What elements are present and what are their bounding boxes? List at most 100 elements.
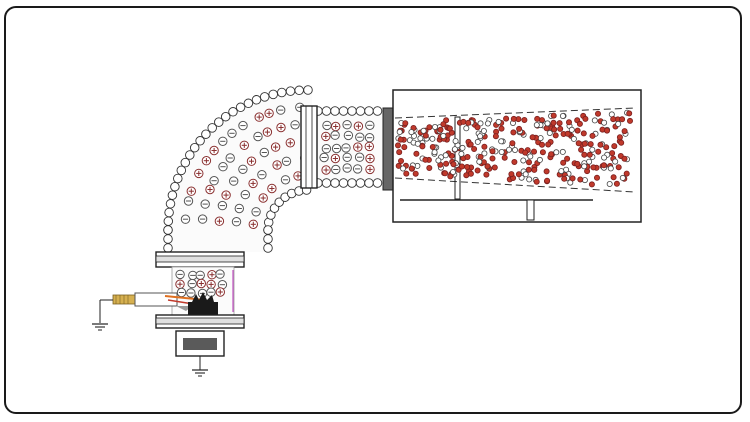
wall-particle	[164, 207, 174, 218]
plasma-ion	[353, 121, 364, 131]
chamber-particle	[531, 148, 538, 155]
chamber-particle	[498, 138, 505, 145]
chamber-particle	[568, 126, 575, 133]
chamber-particle	[557, 125, 564, 132]
plasma-ion	[209, 145, 219, 156]
flange-top	[300, 105, 318, 189]
chamber-particle	[446, 125, 453, 132]
chamber-particle	[520, 157, 527, 164]
wall-particle	[243, 98, 254, 109]
chamber-particle	[492, 133, 499, 140]
chamber-particle	[526, 176, 533, 183]
chamber-particle	[527, 153, 534, 160]
chamber-particle	[621, 155, 628, 162]
wall-particle	[163, 234, 173, 244]
wall-particle	[251, 95, 262, 105]
plasma-ion	[342, 163, 352, 173]
chamber-particle	[607, 165, 614, 172]
plasma-ion	[234, 203, 244, 214]
chamber-particle	[539, 141, 546, 148]
chamber-particle	[580, 130, 587, 137]
plasma-ion	[264, 108, 274, 118]
plasma-ion	[276, 105, 286, 115]
plasma-ion	[343, 130, 354, 141]
plasma-ion	[270, 142, 281, 152]
chamber-particle	[437, 126, 444, 133]
plasma-ion	[319, 152, 329, 163]
plasma-ion	[206, 279, 216, 290]
chamber-particle	[543, 168, 550, 175]
chamber-particle	[552, 132, 559, 139]
chamber-particle	[467, 141, 474, 148]
plasma-ion	[281, 156, 292, 166]
chamber-particle	[483, 171, 490, 178]
chamber-particle	[594, 174, 601, 181]
chamber-particle	[474, 167, 481, 174]
wall-particle	[167, 190, 178, 200]
chamber-particle	[561, 175, 568, 182]
plasma-ion	[321, 131, 331, 142]
chamber-particle	[481, 143, 488, 150]
chamber-particle	[464, 163, 471, 170]
chamber-particle	[476, 158, 483, 165]
wall-particle	[277, 87, 287, 98]
chamber-particle	[477, 120, 484, 127]
chamber-particle	[402, 120, 409, 127]
plasma-ion	[187, 278, 197, 289]
plasma-ion	[206, 287, 216, 297]
chamber-particle	[440, 132, 447, 139]
plasma-ion	[238, 164, 248, 174]
chamber-particle	[621, 128, 628, 135]
chamber-particle	[458, 163, 465, 170]
chamber-particle	[610, 174, 617, 181]
plasma-ion	[227, 128, 237, 138]
plasma-ion	[200, 199, 210, 209]
chamber-particle	[484, 163, 491, 170]
chamber-particle	[601, 154, 608, 161]
chamber-particle	[548, 151, 555, 158]
plasma-ion	[197, 214, 208, 224]
chamber-particle	[422, 156, 429, 163]
chamber-particle	[578, 146, 585, 153]
chamber-particle	[408, 165, 415, 172]
chamber-particle	[544, 120, 551, 127]
chamber-particle	[396, 128, 403, 135]
plasma-ion	[238, 120, 248, 131]
chamber-particle	[559, 113, 566, 120]
plasma-ion	[254, 112, 264, 122]
wall-particle	[372, 178, 383, 188]
plasma-ion	[246, 156, 257, 166]
plasma-ion	[322, 120, 332, 131]
chamber-particle	[581, 163, 588, 170]
source-particles	[175, 269, 228, 299]
chamber-particle	[510, 129, 517, 136]
chamber-particle	[582, 115, 589, 122]
chamber-particle	[587, 141, 594, 148]
chamber-particle	[591, 117, 598, 124]
chamber-particle	[435, 157, 442, 164]
wall-particle	[163, 225, 173, 235]
plasma-ion	[285, 138, 295, 148]
chamber-particle	[408, 129, 415, 136]
plasma-ion	[240, 189, 250, 200]
plasma-ion	[364, 133, 375, 143]
chamber-particle	[586, 151, 593, 158]
plasma-ion	[239, 140, 249, 150]
wall-particle	[285, 86, 296, 96]
chamber-particle	[460, 118, 467, 125]
wall-particle	[235, 102, 246, 113]
plasma-ion	[251, 207, 261, 217]
wall-particle	[259, 92, 270, 102]
chamber-particle	[558, 168, 565, 175]
wall-particle	[180, 157, 191, 168]
chamber-particle	[543, 125, 550, 132]
chamber-particle	[516, 125, 523, 132]
plasma-ion	[262, 127, 273, 137]
chamber-particle	[463, 172, 470, 179]
plasma-ion	[175, 279, 185, 289]
chamber-particle	[521, 117, 528, 124]
chamber-particle	[489, 155, 496, 162]
plasma-ion	[196, 278, 206, 289]
wall-particle	[330, 106, 340, 116]
